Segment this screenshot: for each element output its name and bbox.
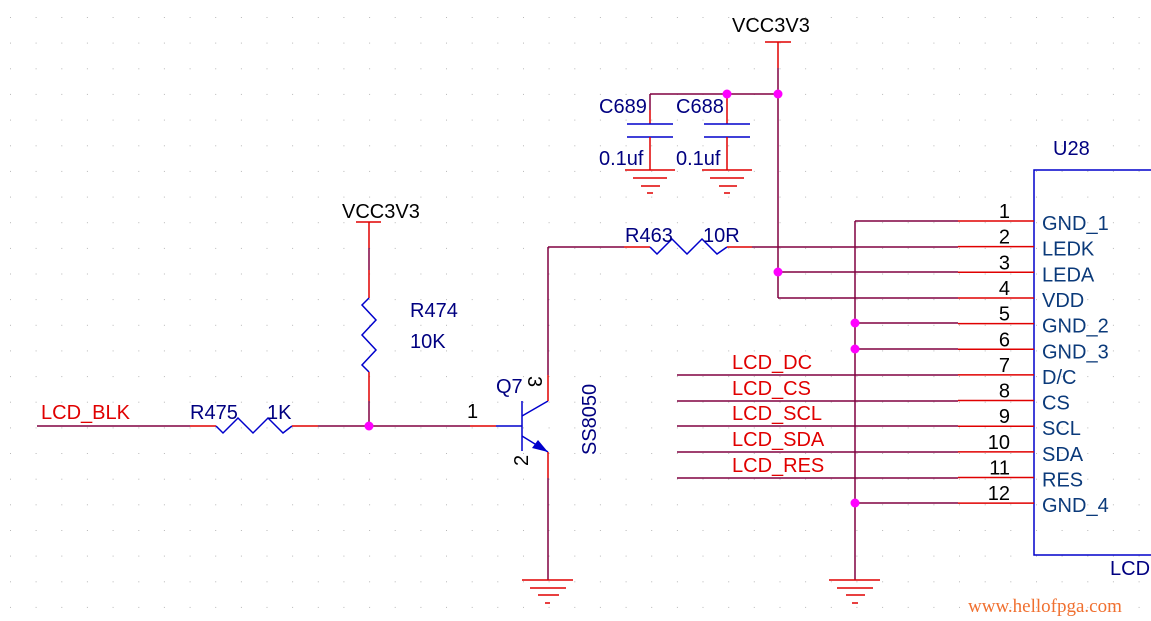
pin-name: GND_1 [1042, 213, 1109, 235]
pin-number: 8 [999, 381, 1010, 403]
junction [850, 318, 860, 328]
pin-name: CS [1042, 393, 1070, 415]
pin-number: 9 [999, 406, 1010, 428]
net-label-lcd-blk: LCD_BLK [41, 402, 131, 424]
connector-u28[interactable]: U28 LCD 1GND_12LEDK3LEDA4VDD5GND_26GND_3… [958, 138, 1151, 580]
resistor-r463[interactable]: R463 10R [624, 225, 752, 256]
pin-number: 12 [988, 483, 1010, 505]
connector-pin[interactable]: 7D/C [958, 355, 1076, 389]
pin-name: GND_2 [1042, 316, 1109, 338]
pin-number: 7 [999, 355, 1010, 377]
resistor-r474[interactable]: R474 10K [360, 270, 458, 401]
power-label-left: VCC3V3 [342, 201, 420, 223]
pin-name: RES [1042, 470, 1083, 492]
transistor-q7[interactable]: Q7 1 3 2 SS8050 [467, 375, 601, 478]
junction [364, 421, 374, 431]
r475-ref: R475 [190, 402, 238, 424]
net-label: LCD_CS [732, 378, 811, 400]
ground-symbol [522, 579, 573, 604]
pin-name: LEDK [1042, 239, 1095, 261]
signal-net-lcd-scl[interactable]: LCD_SCL [677, 403, 958, 427]
r463-ref: R463 [625, 225, 673, 247]
q7-pin-collector: 3 [523, 376, 545, 387]
pin-name: VDD [1042, 290, 1084, 312]
r475-value: 1K [267, 402, 292, 424]
signal-net-lcd-res[interactable]: LCD_RES [677, 455, 958, 479]
net-label: LCD_RES [732, 455, 824, 477]
signal-net-lcd-sda[interactable]: LCD_SDA [677, 429, 958, 453]
junction [773, 267, 783, 277]
pin-number: 6 [999, 329, 1010, 351]
pin-number: 1 [999, 201, 1010, 223]
pin-number: 10 [988, 432, 1010, 454]
q7-ref: Q7 [496, 376, 523, 398]
net-label: LCD_DC [732, 352, 812, 374]
pin-name: SCL [1042, 418, 1081, 440]
pin-name: D/C [1042, 367, 1076, 389]
q7-part-number: SS8050 [579, 384, 601, 455]
c689-ref: C689 [599, 96, 647, 118]
pin-number: 11 [989, 458, 1010, 480]
pin-name: GND_4 [1042, 495, 1109, 517]
net-label: LCD_SDA [732, 429, 825, 451]
junction [850, 498, 860, 508]
signal-net-lcd-cs[interactable]: LCD_CS [677, 378, 958, 402]
resistor-r475[interactable]: R475 1K [190, 402, 318, 435]
signal-net-lcd-dc[interactable]: LCD_DC [677, 352, 958, 376]
capacitor-c688[interactable]: C688 0.1uf [676, 94, 752, 194]
c688-value: 0.1uf [676, 148, 721, 170]
r474-ref: R474 [410, 300, 458, 322]
u28-part-label: LCD [1110, 558, 1150, 580]
pin-number: 5 [999, 304, 1010, 326]
q7-pin-base: 1 [467, 401, 478, 423]
c689-value: 0.1uf [599, 148, 644, 170]
vcc3v3-top-power: VCC3V3 [732, 15, 810, 298]
ground-symbol [829, 579, 880, 604]
vcc3v3-left-power: VCC3V3 [342, 201, 420, 270]
r463-value: 10R [703, 225, 740, 247]
pin-number: 3 [999, 252, 1010, 274]
u28-ref: U28 [1053, 138, 1090, 160]
q7-pin-emitter: 2 [511, 455, 533, 466]
junction [722, 89, 732, 99]
c688-ref: C688 [676, 96, 724, 118]
capacitor-c689[interactable]: C689 0.1uf [599, 94, 675, 194]
connector-pin[interactable]: 8CS [958, 381, 1070, 415]
watermark: www.hellofpga.com [968, 596, 1122, 617]
r474-value: 10K [410, 331, 446, 353]
junction [773, 89, 783, 99]
grid-dots [10, 17, 1140, 608]
pin-name: GND_3 [1042, 341, 1109, 363]
power-label-top: VCC3V3 [732, 15, 810, 37]
pin-name: LEDA [1042, 264, 1095, 286]
junction [850, 344, 860, 354]
pin-name: SDA [1042, 444, 1084, 466]
pin-number: 2 [999, 227, 1010, 249]
net-label: LCD_SCL [732, 403, 822, 425]
pin-number: 4 [999, 278, 1010, 300]
